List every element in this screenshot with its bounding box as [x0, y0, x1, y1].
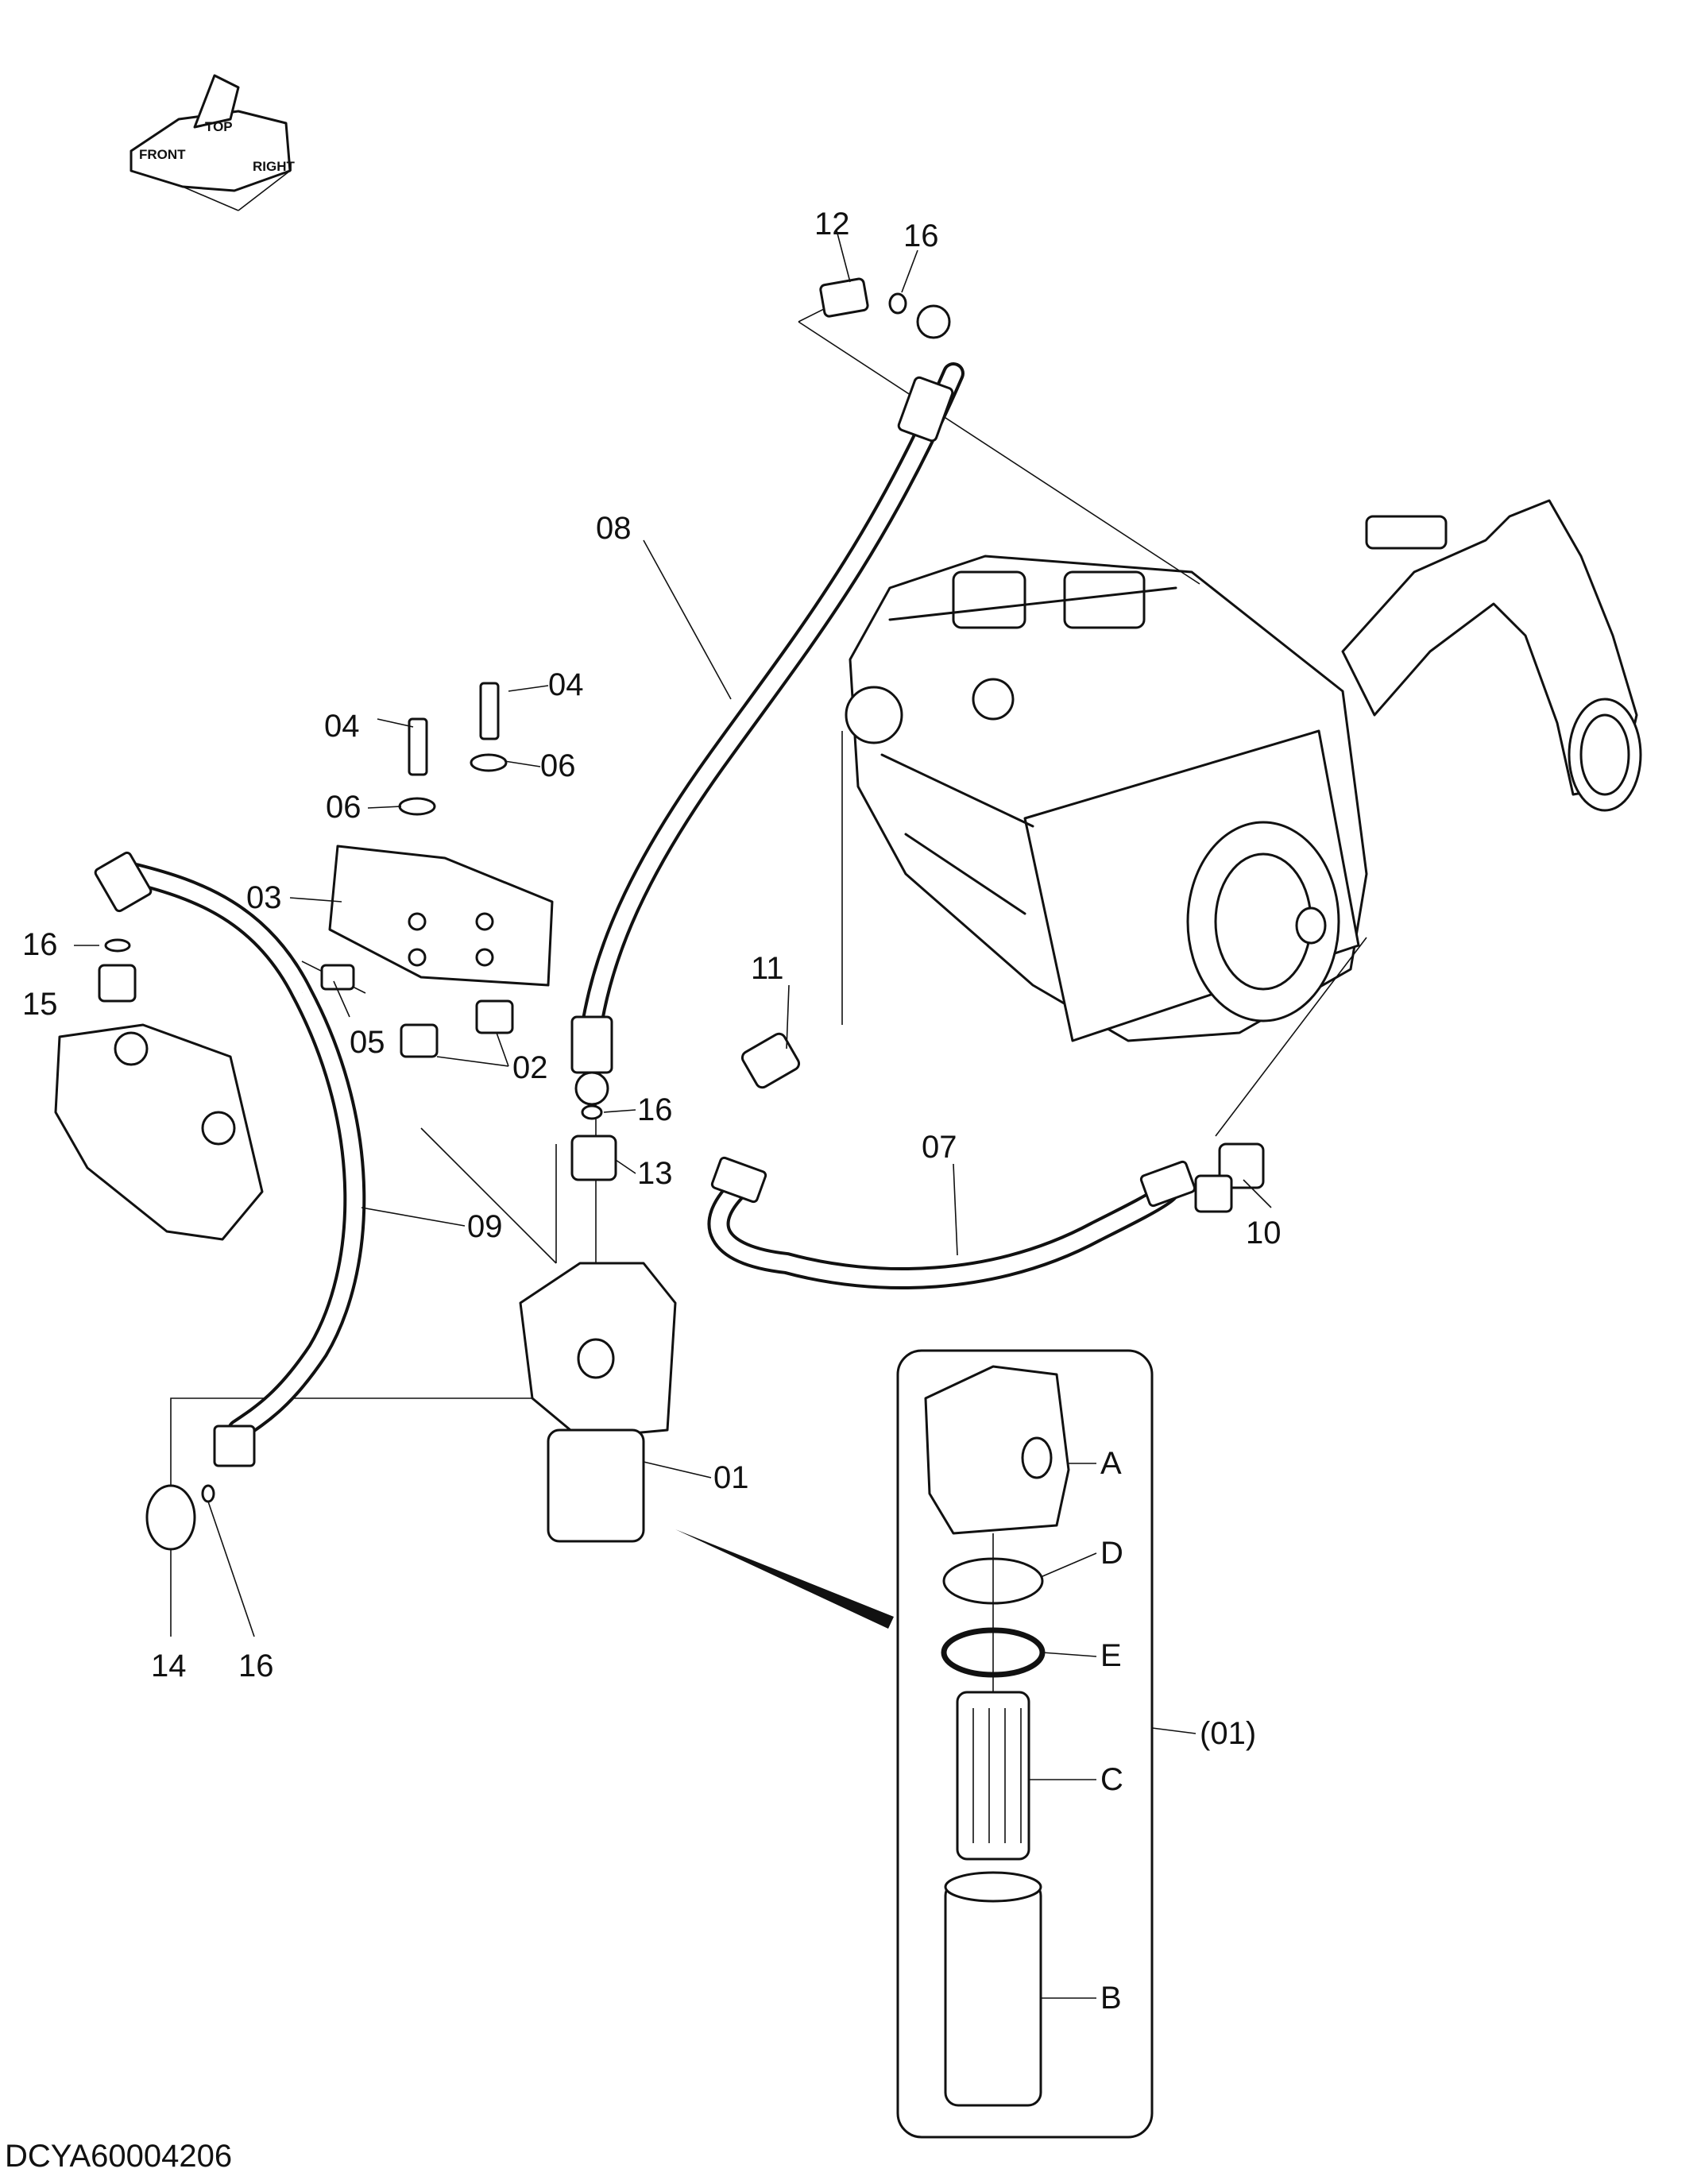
hydraulic-pump	[845, 555, 1368, 1042]
right-label: RIGHT	[253, 159, 296, 174]
callout-06-left: 06	[326, 790, 361, 825]
orientation-indicator: FRONT TOP RIGHT	[130, 74, 296, 211]
callout-04-right: 04	[548, 667, 584, 702]
callout-16-top: 16	[903, 218, 939, 253]
callout-07: 07	[922, 1130, 957, 1165]
callout-C: C	[1100, 1762, 1123, 1797]
callout-B: B	[1100, 1981, 1122, 2016]
callout-D: D	[1100, 1536, 1123, 1571]
callout-12: 12	[814, 207, 850, 242]
detail-box	[896, 1349, 1154, 2139]
callout-01: 01	[713, 1460, 749, 1495]
callout-15: 15	[22, 987, 58, 1022]
hose-09	[94, 851, 366, 1467]
callout-06-right: 06	[540, 748, 576, 783]
suction-pipe	[1341, 499, 1642, 812]
valve-block	[54, 938, 264, 1241]
front-label: FRONT	[139, 147, 186, 162]
callout-04-left: 04	[324, 709, 360, 744]
callout-16-left: 16	[22, 927, 58, 962]
callout-E: E	[1100, 1638, 1122, 1673]
hose-07	[707, 1156, 1196, 1290]
fittings	[145, 277, 1265, 1551]
hose-08	[570, 304, 965, 1106]
filter-01	[519, 1262, 677, 1543]
callout-labels: 12 16 08 04 04 06 06 03 16 15 05 11 02 1…	[22, 207, 1282, 2016]
callout-group-01: (01)	[1200, 1716, 1256, 1751]
callout-10: 10	[1246, 1216, 1282, 1250]
callout-16-bottom: 16	[238, 1649, 274, 1683]
callout-05: 05	[350, 1025, 385, 1060]
callout-13: 13	[637, 1156, 673, 1191]
callout-leaders	[74, 230, 1272, 1999]
drawing-code: DCYA60004206	[5, 2139, 233, 2174]
detail-pointer	[675, 1529, 894, 1629]
top-label: TOP	[205, 119, 233, 134]
callout-16-mid: 16	[637, 1092, 673, 1127]
callout-14: 14	[151, 1649, 187, 1683]
callout-09: 09	[467, 1209, 503, 1244]
callout-02: 02	[512, 1050, 548, 1085]
callout-03: 03	[246, 880, 282, 915]
callout-11: 11	[751, 951, 784, 986]
callout-A: A	[1100, 1446, 1122, 1481]
bracket-03	[320, 682, 554, 1058]
callout-08: 08	[596, 511, 632, 546]
